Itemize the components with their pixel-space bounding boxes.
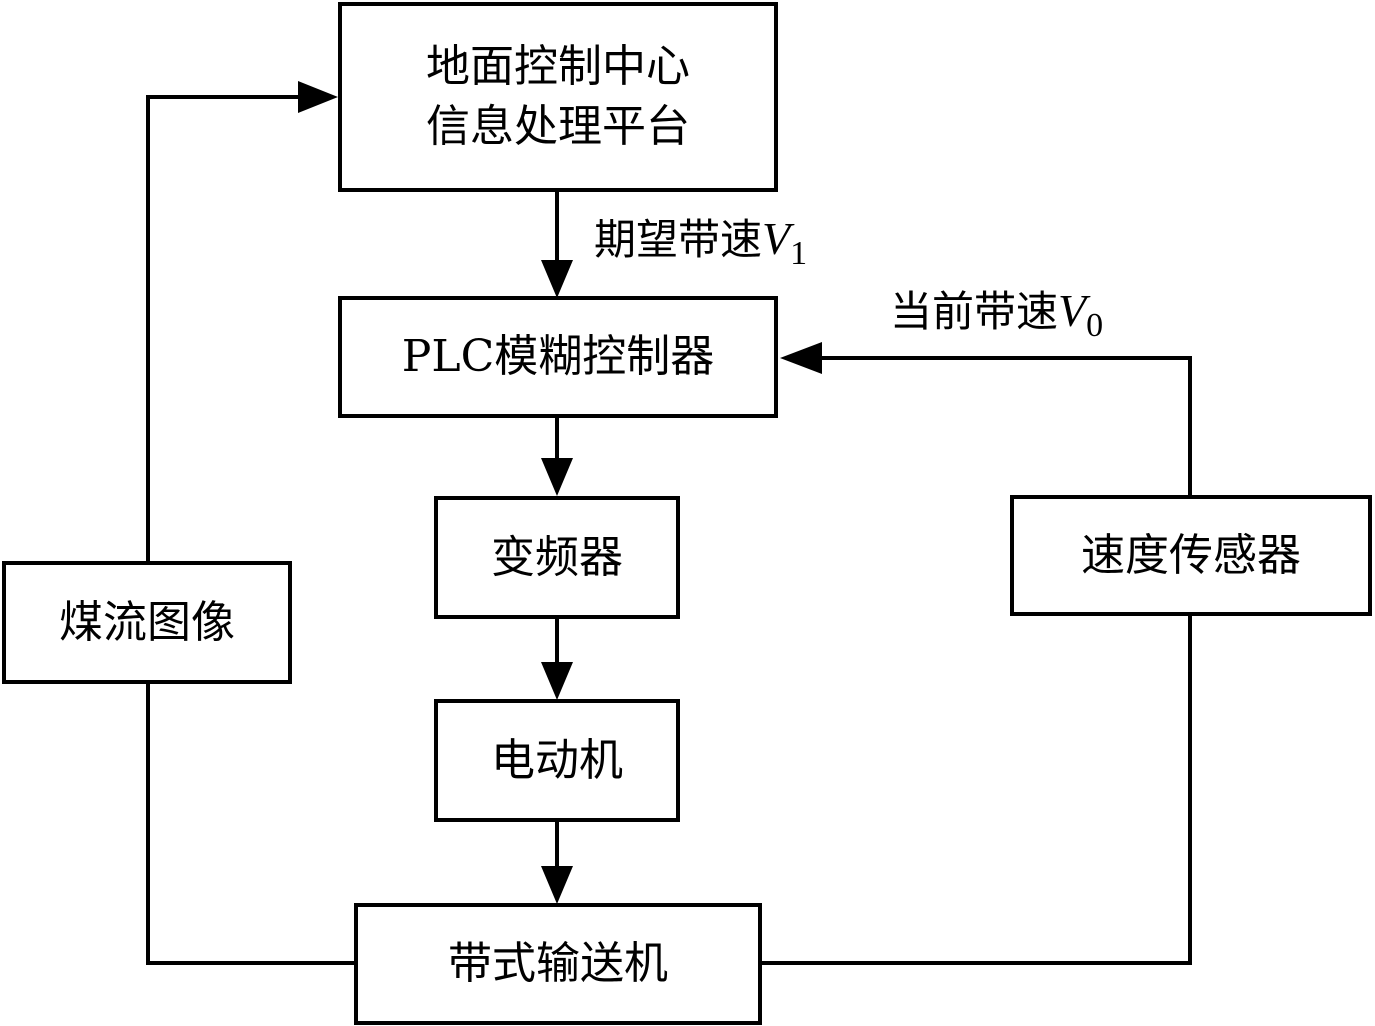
current-speed-text: 当前带速 [890, 287, 1059, 336]
node-ground-line1: 地面控制中心 [426, 41, 690, 92]
node-speed-sensor: 速度传感器 [1010, 495, 1372, 616]
arrowhead-left-plc [780, 342, 822, 374]
node-inverter-label: 变频器 [491, 531, 623, 583]
arrowhead-down-inverter [541, 458, 573, 496]
edge-label-current-speed: 当前带速V0 [890, 278, 1103, 345]
node-ground-control-center: 地面控制中心 信息处理平台 [338, 2, 778, 192]
expected-speed-sub: 1 [790, 235, 808, 272]
node-conveyor-label: 带式输送机 [448, 938, 668, 989]
path-speed-sensor-to-plc [820, 356, 1192, 497]
node-plc-label: PLC模糊控制器 [401, 331, 715, 382]
node-plc-fuzzy-controller: PLC模糊控制器 [338, 296, 778, 418]
current-speed-sub: 0 [1086, 307, 1104, 344]
node-motor-label: 电动机 [491, 734, 623, 786]
node-coal-image-label: 煤流图像 [59, 596, 235, 648]
arrowhead-down-conveyor [541, 866, 573, 904]
arrowhead-down-motor [541, 662, 573, 700]
node-speed-sensor-label: 速度传感器 [1081, 529, 1301, 581]
node-motor: 电动机 [434, 699, 680, 822]
node-ground-line2: 信息处理平台 [426, 101, 690, 152]
node-coal-flow-image: 煤流图像 [2, 561, 292, 684]
node-belt-conveyor: 带式输送机 [354, 903, 762, 1025]
expected-speed-var: V [762, 213, 791, 264]
arrowhead-right-ground [298, 81, 338, 113]
arrowhead-down-plc [541, 260, 573, 298]
path-conveyor-to-speed-sensor [760, 614, 1192, 965]
path-coal-image-to-ground [146, 95, 300, 563]
node-inverter: 变频器 [434, 496, 680, 619]
current-speed-var: V [1058, 285, 1087, 336]
edge-label-expected-speed: 期望带速V1 [594, 206, 807, 273]
path-conveyor-to-coal-image [146, 682, 356, 965]
expected-speed-text: 期望带速 [594, 215, 763, 264]
